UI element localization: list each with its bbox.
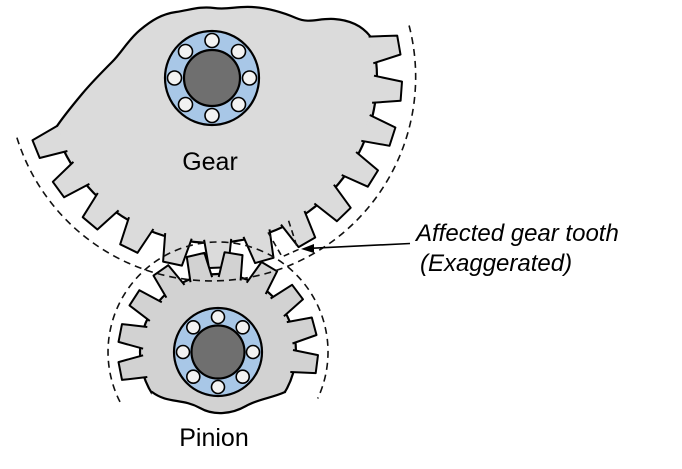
gear-bearing (163, 29, 261, 127)
pinion-teeth (117, 251, 319, 381)
pinion-tooth (117, 323, 148, 350)
pinion-tooth (270, 283, 304, 317)
pinion-tooth (286, 316, 318, 345)
bearing-ball (186, 319, 201, 335)
gear (31, 5, 403, 269)
gear-tooth (372, 74, 403, 104)
bearing-ball (210, 309, 226, 325)
bearing-ball (235, 319, 250, 335)
pinion-tooth (185, 251, 214, 283)
gear-teeth (31, 34, 403, 269)
gear-tooth (51, 161, 90, 199)
gear-dashed-addendum-arc (16, 24, 417, 282)
gear-tooth (341, 151, 379, 188)
pinion-tooth (128, 289, 163, 322)
gear-tooth (242, 229, 275, 265)
gear-bearing-balls (166, 32, 258, 124)
pinion-hub (190, 324, 246, 380)
bearing-ball (177, 43, 194, 60)
pinion-tooth (217, 251, 244, 281)
gear-tooth (280, 210, 317, 249)
bearing-ball (175, 344, 191, 360)
annotation-line2: (Exaggerated) (420, 250, 572, 277)
pinion-dashed-addendum-arc (107, 241, 329, 403)
pinion-label: Pinion (179, 424, 249, 452)
affected-tooth-dashed-outline (266, 220, 299, 258)
bearing-ball (235, 369, 250, 385)
pinion-tooth (245, 261, 279, 295)
pinion (117, 251, 319, 450)
bearing-ball (230, 43, 247, 60)
bearing-ball (210, 379, 226, 395)
gear-hub (182, 48, 242, 108)
bearing-ball (166, 70, 183, 86)
annotation-line1: Affected gear tooth (414, 220, 619, 247)
pinion-cutaway-edge (150, 390, 287, 415)
bearing-ball (204, 107, 220, 124)
annotation-arrowhead-icon (301, 244, 314, 253)
pinion-cutaway-mask (140, 392, 300, 450)
pinion-tooth (117, 354, 148, 381)
pinion-bearing (172, 306, 264, 398)
gear-tooth (81, 192, 120, 231)
pinion-tooth (152, 264, 186, 299)
gear-tooth (119, 216, 155, 254)
bearing-ball (204, 32, 220, 49)
bearing-ball (230, 96, 247, 113)
pinion-tooth (290, 349, 319, 375)
gear-tooth (368, 34, 402, 65)
gear-label: Gear (182, 148, 238, 176)
bearing-ball (241, 70, 258, 86)
bearing-ball (177, 96, 194, 113)
bearing-ball (186, 369, 201, 385)
pinion-bearing-balls (175, 309, 261, 395)
annotation: Affected gear tooth (Exaggerated) (301, 220, 619, 277)
gear-tooth (31, 125, 68, 159)
gear-tooth (313, 184, 352, 223)
gear-tooth (361, 114, 397, 147)
bearing-ball (245, 344, 261, 360)
annotation-arrow-line (312, 242, 411, 249)
